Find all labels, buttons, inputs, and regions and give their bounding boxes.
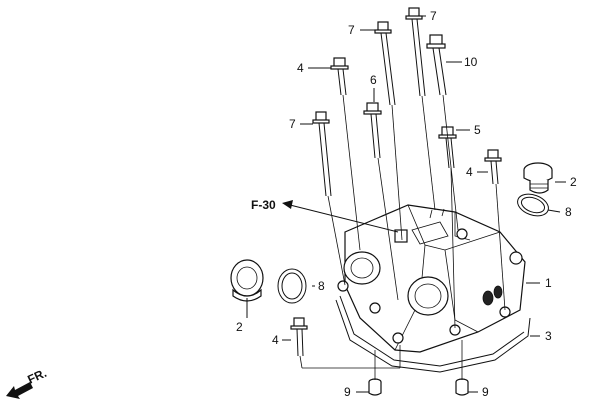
bolt-7-left	[312, 111, 332, 197]
callout-4-top: 4	[297, 61, 304, 75]
callout-4-right: 4	[466, 165, 473, 179]
callout-2-right: 2	[570, 175, 577, 189]
callout-5: 5	[474, 123, 481, 137]
dowel-pin-left	[368, 378, 382, 396]
callout-10: 10	[464, 55, 478, 69]
callout-4-bottom: 4	[272, 333, 279, 347]
callout-9-left: 9	[344, 385, 351, 399]
bolt-10	[426, 34, 447, 96]
cylinder-head-cover	[337, 204, 526, 353]
bolt-7-top-left	[374, 21, 396, 106]
callout-6: 6	[370, 73, 377, 87]
bolt-4-top	[330, 57, 349, 96]
callout-7-top-left: 7	[348, 23, 355, 37]
callout-3: 3	[545, 329, 552, 343]
callout-8-right: 8	[565, 205, 572, 219]
o-ring-left	[277, 268, 307, 304]
front-arrow-icon	[6, 382, 33, 399]
assembly-lines	[299, 94, 506, 369]
bolt-6	[363, 102, 382, 159]
callout-9-right: 9	[482, 385, 489, 399]
leader-lines	[246, 15, 566, 393]
cover-gasket	[335, 295, 531, 373]
reference-label: F-30	[251, 198, 276, 212]
callout-1: 1	[545, 276, 552, 290]
plug-left	[230, 259, 264, 302]
o-ring-right	[517, 193, 549, 217]
bolt-4-bottom	[290, 317, 308, 357]
bolt-4-right	[484, 149, 502, 185]
oil-filler-cap-right	[523, 162, 553, 194]
dowel-pin-right	[455, 378, 469, 396]
callout-2-left: 2	[236, 320, 243, 334]
callout-8-left: 8	[318, 279, 325, 293]
callout-7-top-right: 7	[430, 9, 437, 23]
reference-arrow	[282, 200, 399, 233]
callout-7-left: 7	[289, 117, 296, 131]
front-direction-label: FR.	[25, 366, 48, 387]
bolt-7-top-right	[405, 7, 426, 97]
